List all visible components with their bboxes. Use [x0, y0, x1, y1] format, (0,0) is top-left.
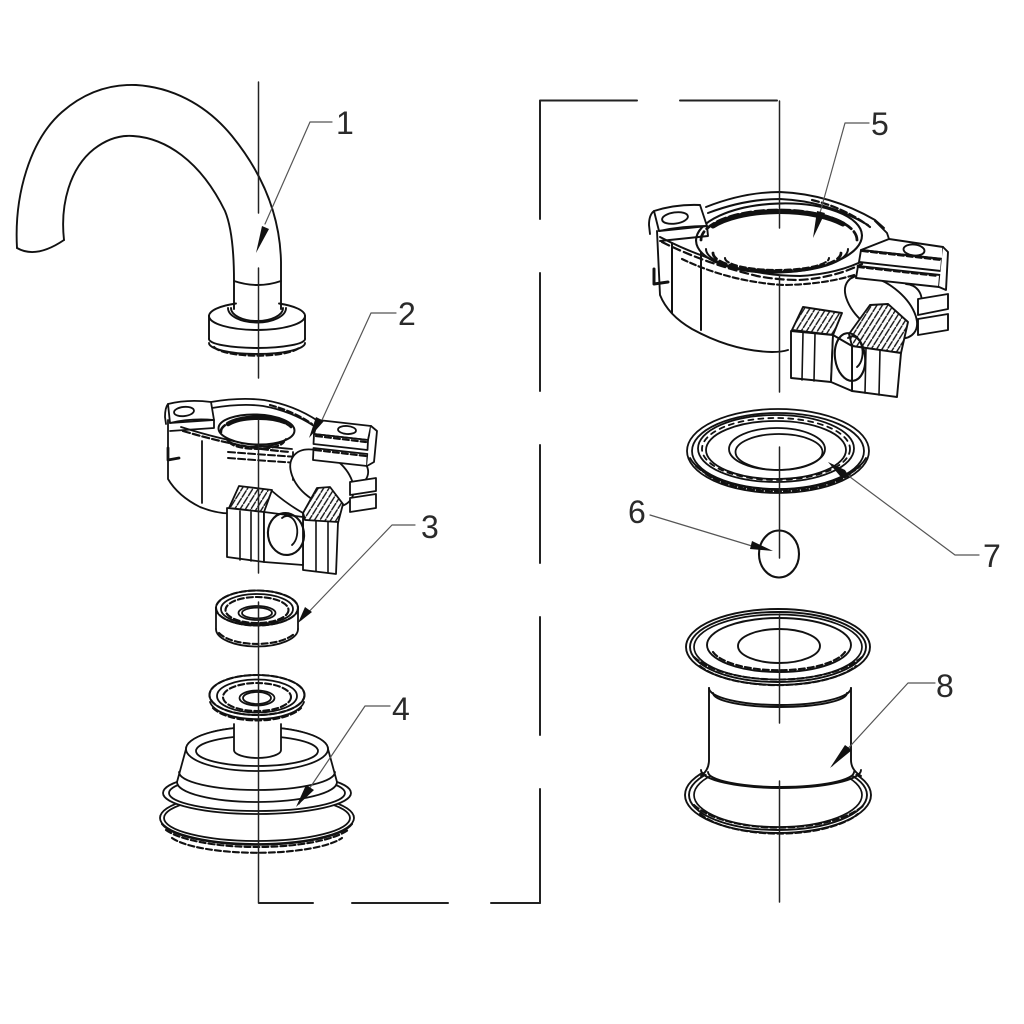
svg-text:7: 7: [983, 538, 1001, 574]
svg-text:2: 2: [398, 296, 416, 332]
svg-text:1: 1: [336, 105, 354, 141]
svg-text:4: 4: [392, 691, 410, 727]
svg-text:6: 6: [628, 494, 646, 530]
svg-text:3: 3: [421, 509, 439, 545]
svg-text:5: 5: [871, 106, 889, 142]
svg-text:8: 8: [936, 668, 954, 704]
